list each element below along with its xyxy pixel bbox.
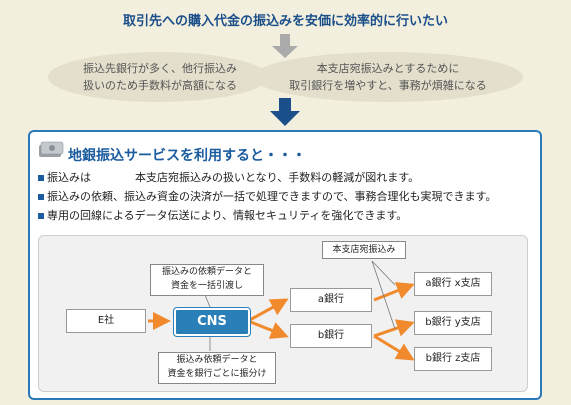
money-icon bbox=[39, 141, 64, 157]
arrow-b-to-bz bbox=[373, 334, 415, 361]
issue-right: 本支店宛振込みとするために 取引銀行を増やすと、事務が煩雑になる bbox=[289, 62, 487, 92]
note-branch-transfer: 本支店宛振込み bbox=[322, 241, 406, 259]
node-bank-a: a銀行 bbox=[290, 288, 372, 312]
issue-oval-right bbox=[253, 52, 523, 102]
gray-down-arrow bbox=[272, 46, 298, 58]
note-bulk-transfer: 振込みの依頼データと 資金を一括引渡し bbox=[150, 264, 264, 296]
node-e-company: E社 bbox=[66, 309, 146, 333]
note-per-bank: 振込み依頼データと 資金を銀行ごとに振分け bbox=[158, 352, 276, 384]
node-bank-b: b銀行 bbox=[290, 324, 372, 348]
arrow-a-to-ax bbox=[373, 282, 415, 302]
blue-down-arrow bbox=[270, 111, 300, 126]
arrow-cns-to-a bbox=[247, 298, 289, 323]
solution-title: 地銀振込サービスを利用すると・・・ bbox=[68, 148, 306, 164]
page-title: 取引先への購入代金の振込みを安価に効率的に行いたい bbox=[122, 14, 448, 29]
node-bank-b-y-branch: b銀行 y支店 bbox=[414, 311, 492, 335]
issue-left: 振込先銀行が多く、他行振込み 扱いのため手数料が高額になる bbox=[83, 62, 237, 92]
issue-oval-left bbox=[48, 52, 268, 102]
arrow-cns-to-b bbox=[247, 319, 289, 339]
node-bank-b-z-branch: b銀行 z支店 bbox=[414, 347, 492, 371]
bullet-item: 振込みの依頼、振込み資金の決済が一括で処理できますので、事務合理化も実現できます… bbox=[38, 188, 496, 204]
bullet-item: 専用の回線によるデータ伝送により、情報セキュリティを強化できます。 bbox=[38, 207, 407, 223]
node-cns: CNS bbox=[174, 308, 250, 336]
node-bank-a-x-branch: a銀行 x支店 bbox=[414, 272, 492, 296]
arrow-b-to-by bbox=[373, 319, 415, 338]
bullet-item: 振込みは 本支店宛振込みの扱いとなり、手数料の軽減が図れます。 bbox=[38, 169, 419, 185]
